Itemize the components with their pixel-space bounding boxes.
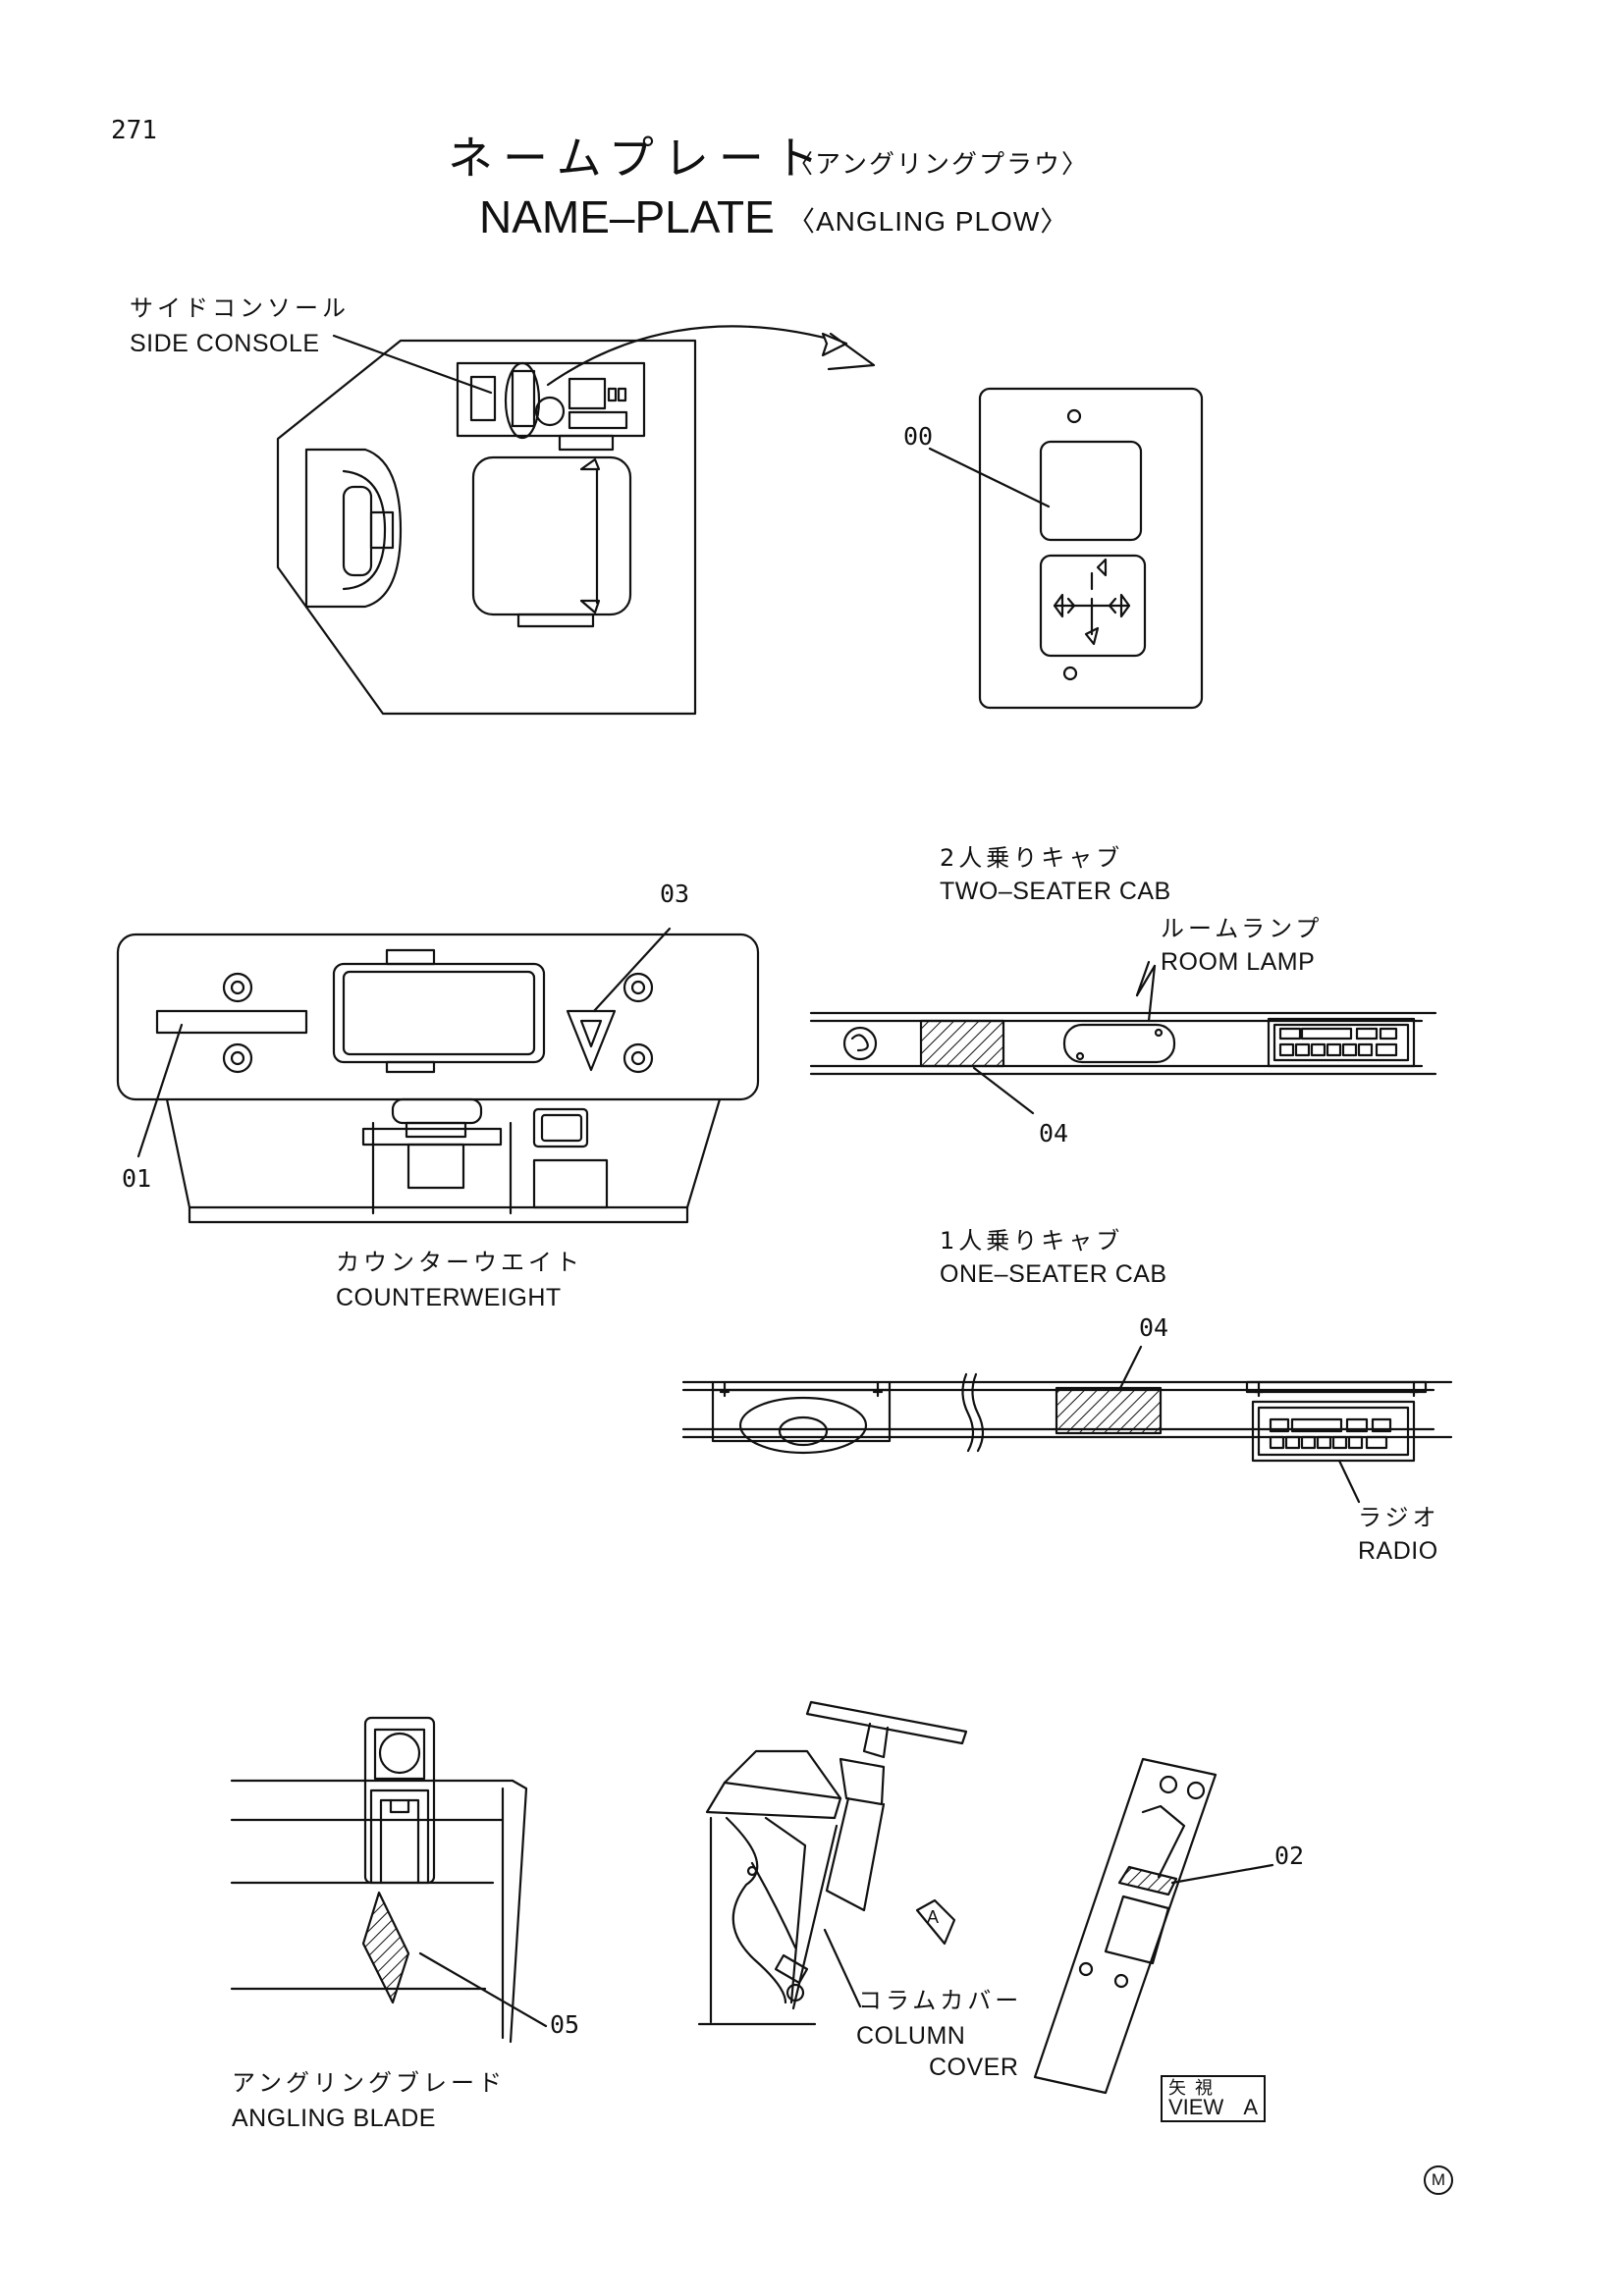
callout-01: 01 [122,1164,152,1193]
page-subtitle-jp: 〈アングリングプラウ〉 [787,150,1089,180]
view-label-en: VIEW [1168,2095,1224,2119]
one-seater-cab-drawing [683,1347,1451,1502]
counterweight-label-jp: カウンターウエイト [336,1249,583,1276]
room-lamp-label-en: ROOM LAMP [1161,948,1316,976]
side-console-label-en: SIDE CONSOLE [130,330,320,357]
view-a-box: 矢 視 VIEW A [1161,2075,1267,2122]
view-a-drawing [1035,1759,1272,2093]
view-letter: A [1243,2095,1259,2119]
one-seater-label-en: ONE–SEATER CAB [940,1260,1167,1288]
column-cover-label-en-1: COLUMN [856,2022,966,2050]
counterweight-drawing [118,929,758,1222]
column-cover-drawing [699,1702,966,2024]
view-label-jp: 矢 視 [1168,2078,1216,2098]
two-seater-label-en: TWO–SEATER CAB [940,878,1171,905]
two-seater-label-jp: 2人乗りキャブ [940,844,1124,872]
column-cover-label-jp: コラムカバー [858,1987,1023,2014]
callout-03: 03 [660,880,690,908]
callout-02: 02 [1274,1842,1305,1870]
page-subtitle-en: 〈ANGLING PLOW〉 [787,206,1069,237]
callout-00: 00 [903,422,934,451]
angling-blade-label-jp: アングリングブレード [232,2069,507,2097]
callout-05: 05 [550,2010,580,2039]
radio-label-jp: ラジオ [1358,1504,1440,1531]
switch-plate-drawing [930,389,1202,708]
room-lamp-label-jp: ルームランプ [1161,915,1324,942]
callout-04-two-seater: 04 [1039,1119,1069,1148]
counterweight-label-en: COUNTERWEIGHT [336,1284,562,1311]
page-title-en: NAME–PLATE [479,191,775,242]
angling-blade-drawing [232,1718,546,2042]
one-seater-label-jp: 1人乗りキャブ [940,1227,1124,1255]
angling-blade-label-en: ANGLING BLADE [232,2105,436,2132]
two-seater-cab-drawing [811,962,1435,1113]
column-cover-label-en-2: COVER [929,2054,1019,2081]
page-title-jp: ネームプレート [448,132,829,185]
side-console-label-jp: サイドコンソール [130,294,350,322]
view-arrow-letter: A [927,1907,940,1927]
radio-label-en: RADIO [1358,1537,1438,1565]
page-number: 271 [111,116,157,145]
callout-04-one-seater: 04 [1139,1313,1169,1342]
manufacturer-mark: M [1424,2165,1453,2195]
side-console-drawing [278,326,874,714]
